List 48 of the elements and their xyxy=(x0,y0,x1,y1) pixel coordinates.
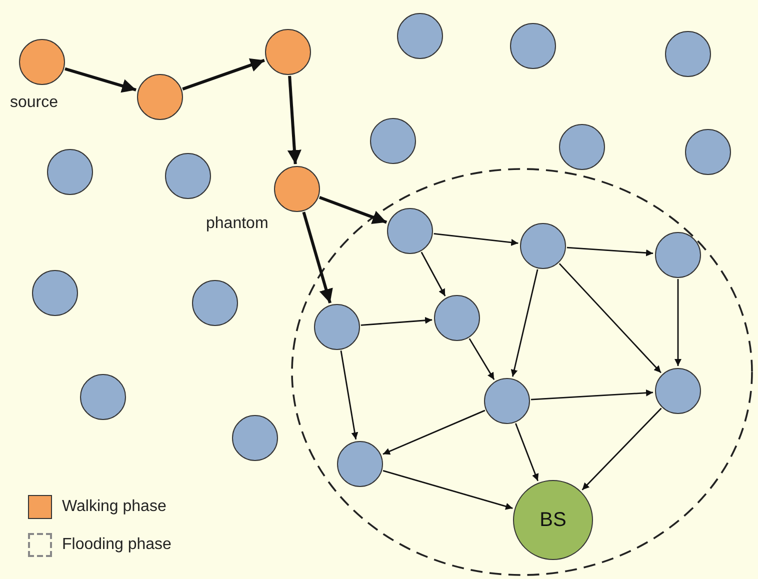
arrow xyxy=(340,350,358,440)
sensor-node xyxy=(32,270,78,316)
arrow xyxy=(287,76,302,164)
sensor-node xyxy=(337,441,383,487)
sensor-node xyxy=(387,208,433,254)
legend-label: Flooding phase xyxy=(62,536,172,554)
sensor-node xyxy=(47,149,93,195)
sensor-node xyxy=(665,31,711,77)
sensor-node xyxy=(232,415,278,461)
arrow xyxy=(360,316,432,326)
legend-label: Walking phase xyxy=(62,498,166,516)
base-station-node: BS xyxy=(513,480,593,560)
arrow xyxy=(382,470,513,510)
arrow xyxy=(530,389,654,400)
sensor-node xyxy=(484,378,530,424)
arrow xyxy=(558,263,662,374)
arrow xyxy=(420,252,446,296)
sensor-node xyxy=(80,374,126,420)
arrow xyxy=(515,423,539,482)
sensor-node xyxy=(559,124,605,170)
sensor-node xyxy=(274,166,320,212)
node-label: source xyxy=(10,94,58,112)
sensor-node xyxy=(655,232,701,278)
arrow xyxy=(182,58,265,90)
arrow xyxy=(566,246,654,256)
arrow xyxy=(382,410,486,455)
arrow xyxy=(674,279,682,366)
arrow xyxy=(582,408,662,490)
arrow xyxy=(64,67,136,93)
sensor-node xyxy=(165,153,211,199)
node-label: phantom xyxy=(206,215,268,233)
sensor-node xyxy=(510,23,556,69)
sensor-node xyxy=(137,74,183,120)
sensor-node xyxy=(192,280,238,326)
sensor-node xyxy=(397,13,443,59)
sensor-node xyxy=(314,304,360,350)
arrow xyxy=(510,269,538,377)
sensor-node xyxy=(19,39,65,85)
sensor-node xyxy=(655,368,701,414)
sensor-node xyxy=(434,295,480,341)
sensor-node xyxy=(265,29,311,75)
sensor-node xyxy=(370,118,416,164)
sensor-node xyxy=(520,223,566,269)
arrow xyxy=(302,212,333,304)
arrow xyxy=(434,233,518,246)
sensor-node xyxy=(685,129,731,175)
arrow xyxy=(468,338,495,380)
arrow xyxy=(318,196,388,224)
